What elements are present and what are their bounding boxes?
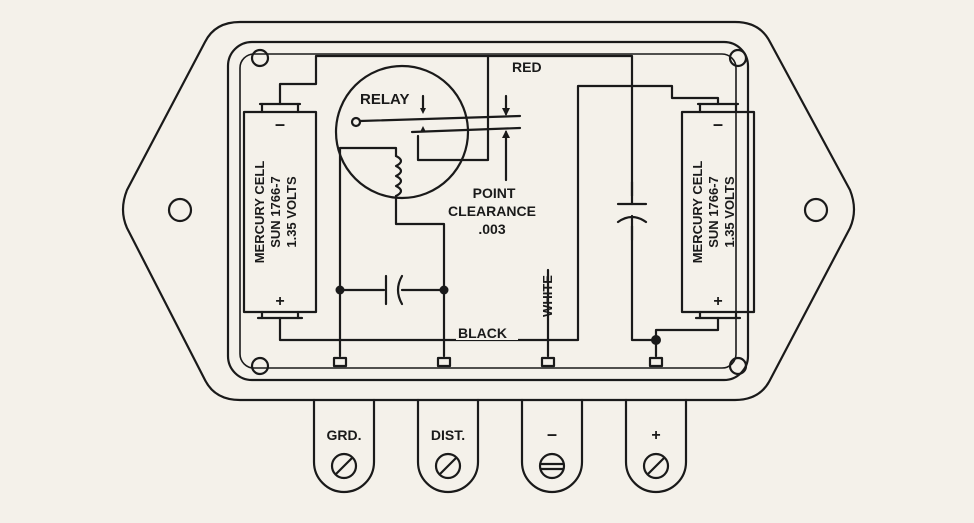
terminal-plus-label: + xyxy=(651,427,660,444)
mount-hole-left xyxy=(167,197,193,223)
left-cell-plus: + xyxy=(275,293,284,310)
terminal-grd: GRD. xyxy=(312,398,376,494)
wiring xyxy=(278,54,720,358)
left-mercury-cell: – + MERCURY CELL SUN 1766-7 1.35 VOLTS xyxy=(242,102,318,320)
inner-panel xyxy=(239,53,737,369)
wire-label-red: RED xyxy=(512,59,542,75)
post-minus xyxy=(540,356,556,368)
relay-label: RELAY xyxy=(360,91,409,108)
terminal-minus: – xyxy=(520,398,584,494)
junction-2 xyxy=(439,285,449,295)
condenser-right xyxy=(616,180,648,242)
housing-flange xyxy=(121,20,856,402)
screw-hole-tl xyxy=(250,48,270,68)
condenser-left xyxy=(384,274,404,306)
inner-cover xyxy=(226,40,750,382)
wire-label-black: BLACK xyxy=(458,325,507,341)
terminal-dist: DIST. xyxy=(416,398,480,494)
left-cell-line-1: MERCURY CELL xyxy=(252,161,267,264)
terminal-minus-label: – xyxy=(547,424,557,444)
post-grd xyxy=(332,356,348,368)
screw-hole-tr xyxy=(728,48,748,68)
terminal-dist-label: DIST. xyxy=(431,427,465,443)
right-cell-minus: – xyxy=(713,114,723,134)
left-cell-minus: – xyxy=(275,114,285,134)
junction-3 xyxy=(651,335,661,345)
right-cell-line-2: SUN 1766-7 xyxy=(706,176,721,248)
right-cell-line-3: 1.35 VOLTS xyxy=(722,176,737,248)
right-cell-plus: + xyxy=(713,293,722,310)
screw-hole-br xyxy=(728,356,748,376)
terminal-grd-label: GRD. xyxy=(327,427,362,443)
junction-1 xyxy=(335,285,345,295)
point-clearance-line-2: CLEARANCE xyxy=(448,203,536,219)
left-cell-line-2: SUN 1766-7 xyxy=(268,176,283,248)
terminal-plus: + xyxy=(624,398,688,494)
screw-hole-bl xyxy=(250,356,270,376)
point-clearance-marker xyxy=(502,94,510,182)
post-dist xyxy=(436,356,452,368)
point-clearance-line-3: .003 xyxy=(478,221,505,237)
right-cell-line-1: MERCURY CELL xyxy=(690,161,705,264)
post-plus xyxy=(648,356,664,368)
point-clearance-line-1: POINT xyxy=(473,185,516,201)
mount-hole-right xyxy=(803,197,829,223)
left-cell-line-3: 1.35 VOLTS xyxy=(284,176,299,248)
relay: RELAY xyxy=(334,64,522,200)
right-mercury-cell: – + MERCURY CELL SUN 1766-7 1.35 VOLTS xyxy=(680,102,756,320)
